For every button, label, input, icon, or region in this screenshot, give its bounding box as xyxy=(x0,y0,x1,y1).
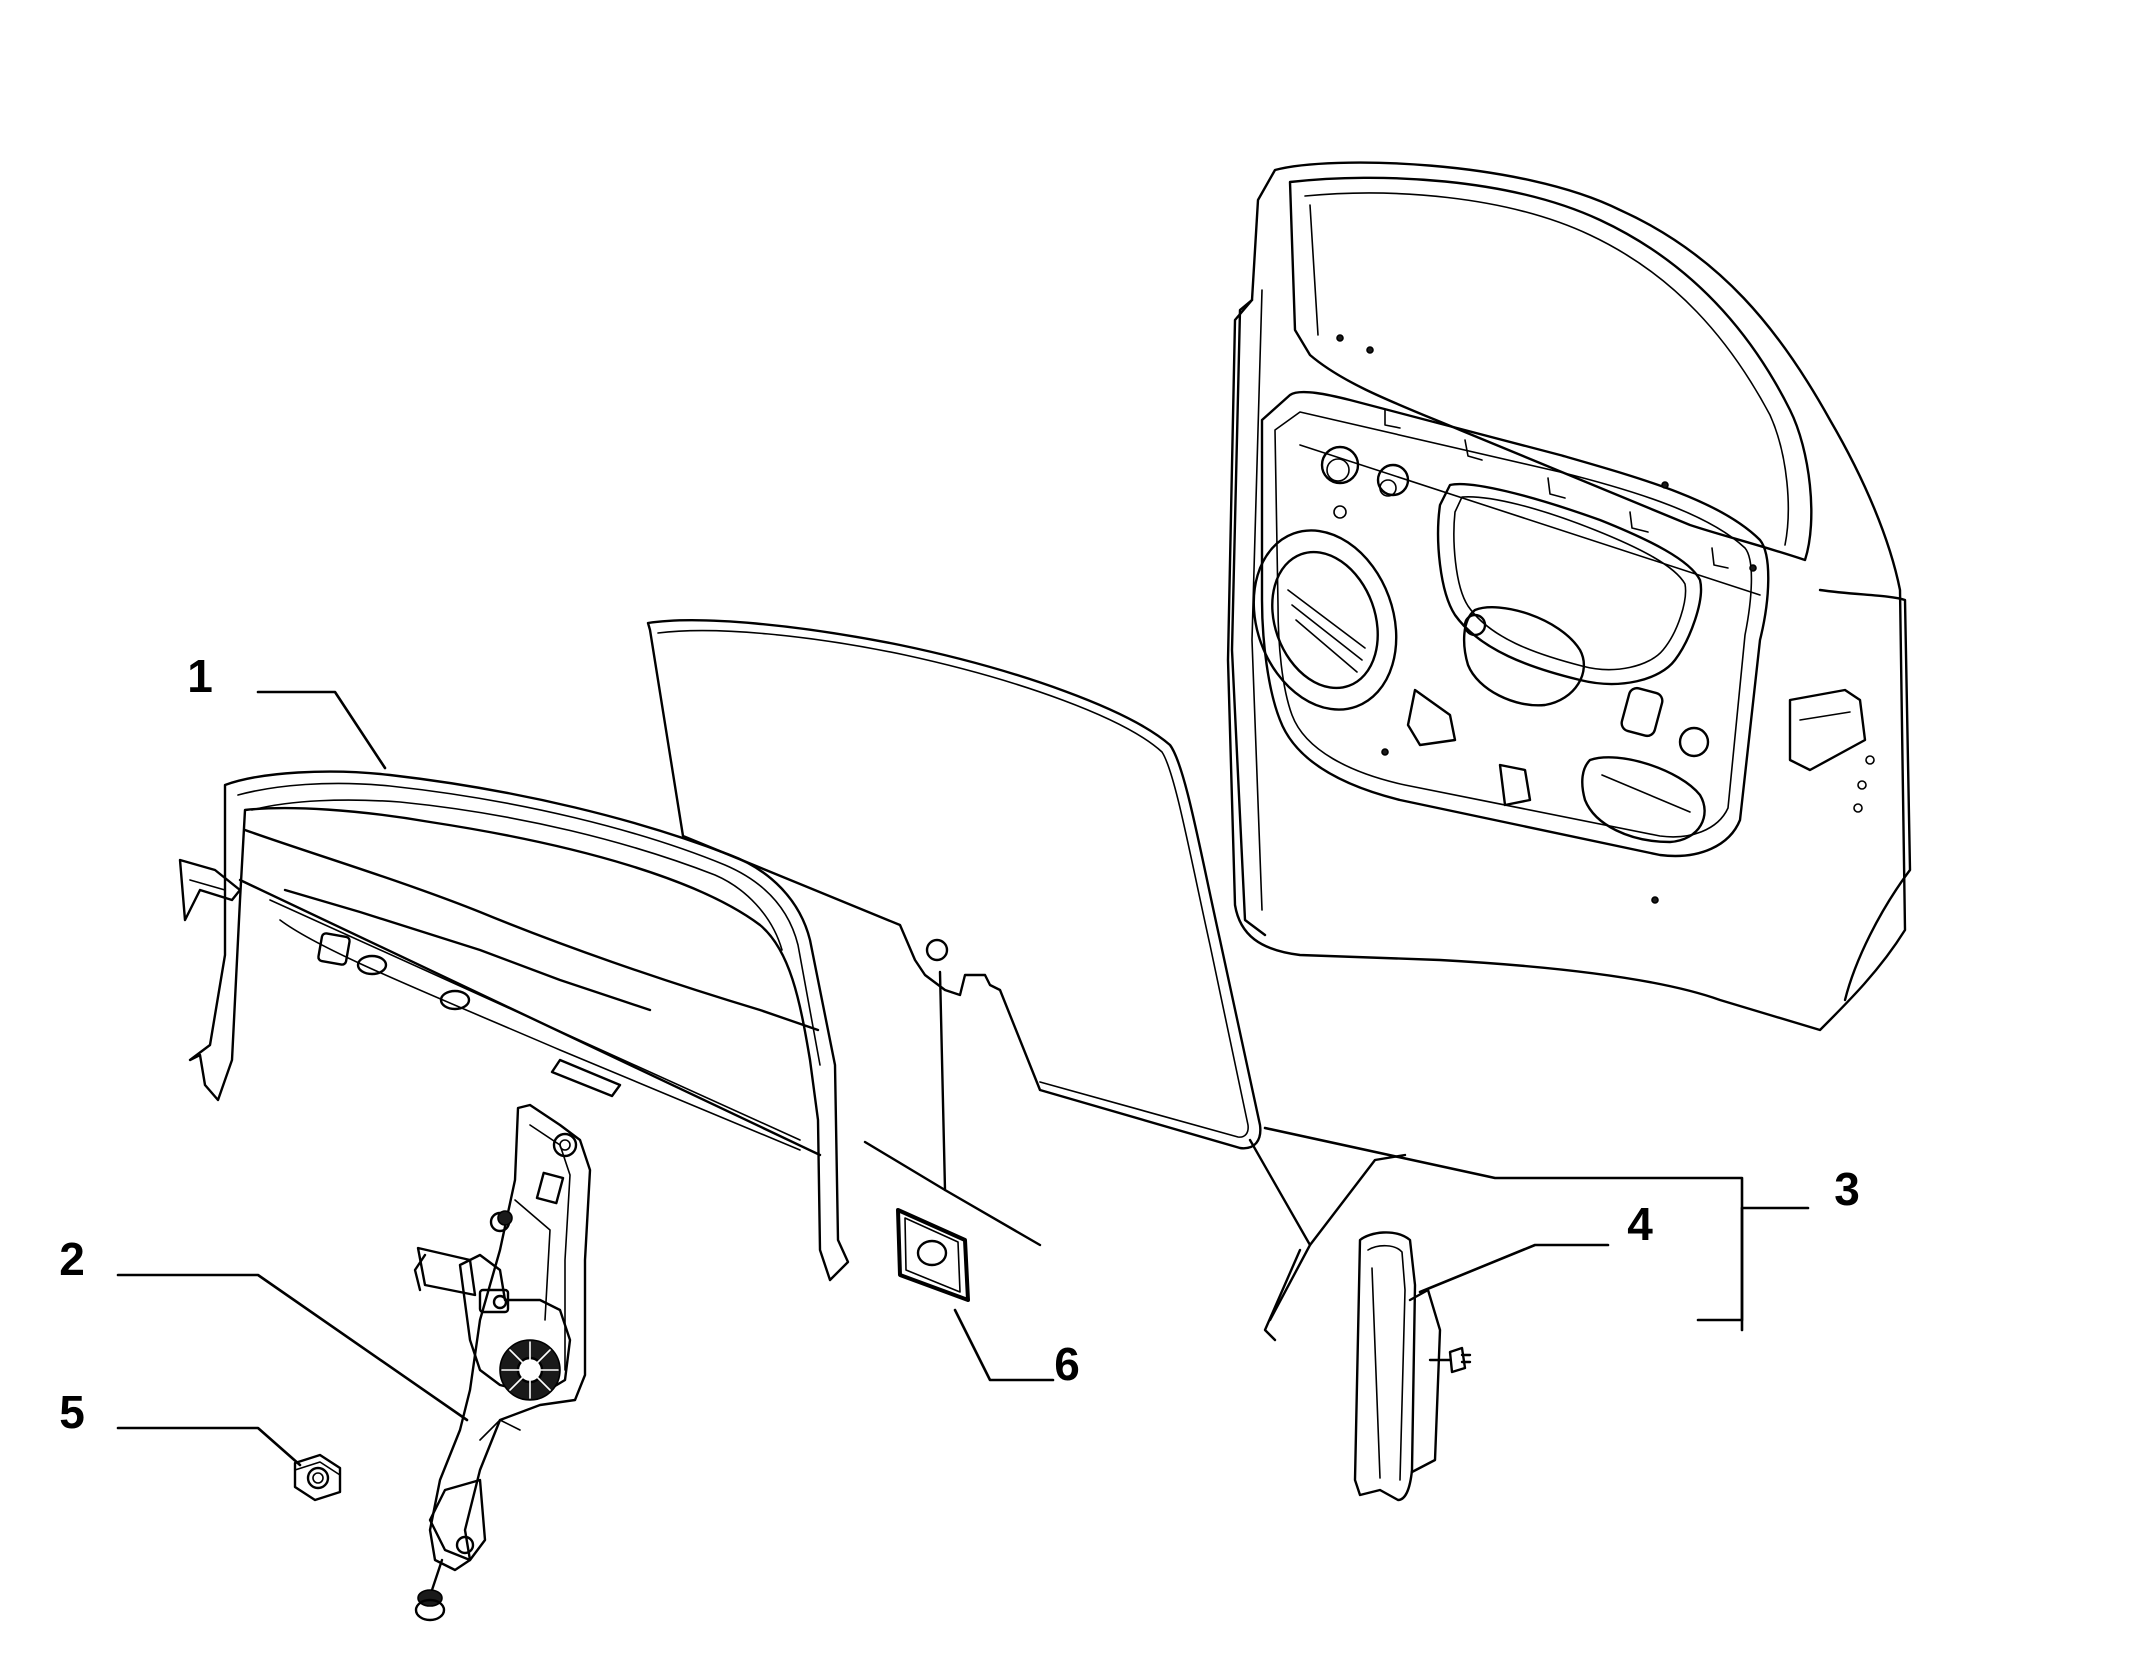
callout-3: 3 xyxy=(1834,1163,1860,1215)
leader-1 xyxy=(256,690,387,770)
leader-6 xyxy=(953,1308,1055,1382)
callout-labels: 1 2 3 4 5 6 xyxy=(59,650,1860,1438)
callout-2: 2 xyxy=(59,1233,85,1285)
callout-1: 1 xyxy=(187,650,213,702)
door-shell xyxy=(1226,161,1912,1032)
callout-5: 5 xyxy=(59,1386,85,1438)
rear-guide-rail xyxy=(1353,1231,1472,1502)
callout-6: 6 xyxy=(1054,1338,1080,1390)
pad xyxy=(896,1208,970,1302)
window-glass xyxy=(646,619,1262,1150)
callout-4: 4 xyxy=(1627,1198,1653,1250)
leader-4 xyxy=(1418,1243,1610,1294)
leader-5 xyxy=(116,1426,302,1467)
nut xyxy=(293,1453,342,1502)
leader-lines xyxy=(116,690,1810,1467)
glass-run-channel xyxy=(178,770,850,1282)
leader-3 xyxy=(1263,1126,1744,1322)
window-regulator xyxy=(413,1103,592,1622)
leader-2 xyxy=(116,1273,469,1422)
